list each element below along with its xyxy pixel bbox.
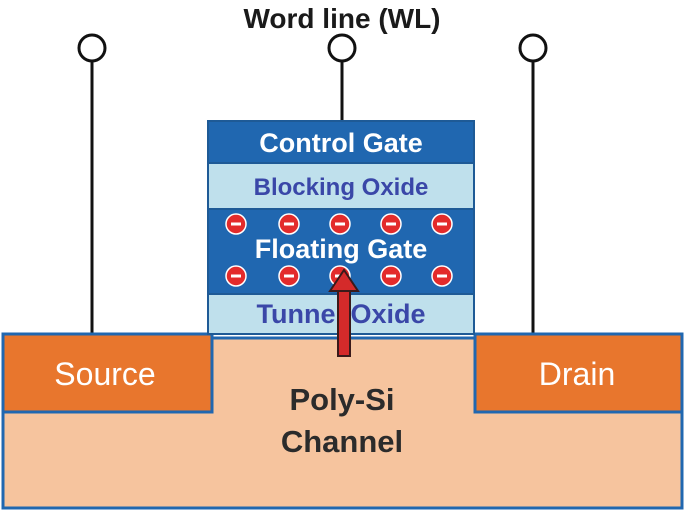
word-line-terminal — [327, 33, 357, 121]
blocking-oxide-label: Blocking Oxide — [254, 174, 429, 201]
floating-gate-label: Floating Gate — [255, 234, 428, 264]
channel-label-line1: Poly-Si — [289, 382, 394, 417]
trapped-electrons — [225, 213, 453, 287]
electron-charge — [225, 265, 247, 287]
electron-charge — [431, 265, 453, 287]
drain-label: Drain — [539, 356, 615, 392]
electron-charge — [329, 213, 351, 235]
control-gate-layer — [207, 120, 475, 164]
word-line-title: Word line (WL) — [244, 3, 441, 34]
drain-region — [473, 332, 684, 414]
electron-charge — [380, 213, 402, 235]
electron-charge — [380, 265, 402, 287]
tunneling-arrow — [328, 268, 360, 357]
electron-charge — [431, 213, 453, 235]
electron-charge — [225, 213, 247, 235]
drain-terminal — [518, 33, 548, 334]
channel-label-line2: Channel — [281, 424, 403, 459]
control-gate-label: Control Gate — [259, 128, 423, 158]
source-region — [1, 332, 214, 414]
source-label: Source — [54, 356, 155, 392]
source-terminal — [77, 33, 107, 334]
electron-charge — [278, 213, 300, 235]
electron-charge — [278, 265, 300, 287]
